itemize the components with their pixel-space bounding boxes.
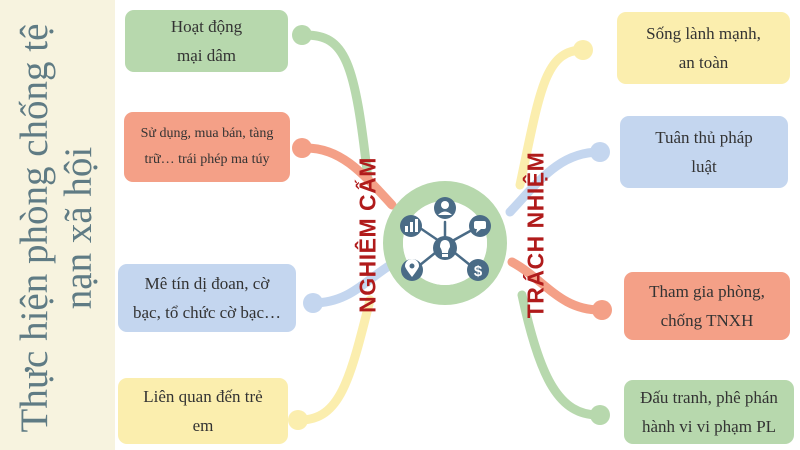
dot-right-4 [590,405,610,425]
right-item-3: Tham gia phòng,chống TNXH [624,272,790,340]
person-icon [434,197,456,219]
left-category-label: NGHIÊM CẤM [354,157,381,313]
center-ring [383,181,507,305]
connector-right-4 [517,290,603,420]
dot-left-3 [303,293,323,313]
dot-right-3 [592,300,612,320]
dollar-icon: $ [467,259,489,281]
right-item-1: Sống lành mạnh,an toàn [617,12,790,84]
connector-left-1 [300,30,373,185]
dot-right-2 [590,142,610,162]
location-pin-icon [401,259,423,281]
connector-dots [288,25,612,430]
dot-left-4 [288,410,308,430]
bar-chart-icon [400,215,422,237]
connector-right-1 [515,45,588,190]
lightbulb-icon [433,236,457,260]
connector-left-4 [295,295,375,425]
connector-right-3 [507,257,605,315]
dot-left-2 [292,138,312,158]
svg-text:$: $ [474,263,483,280]
dot-right-1 [573,40,593,60]
chat-icon [469,215,491,237]
connector-left-3 [308,257,400,308]
dot-left-1 [292,25,312,45]
connector-left-2 [300,143,397,210]
connector-right-2 [505,147,605,217]
side-strip: Thực hiện phòng chống tệ nạn xã hội [0,0,115,450]
right-category-label: TRÁCH NHIỆM [522,151,549,319]
